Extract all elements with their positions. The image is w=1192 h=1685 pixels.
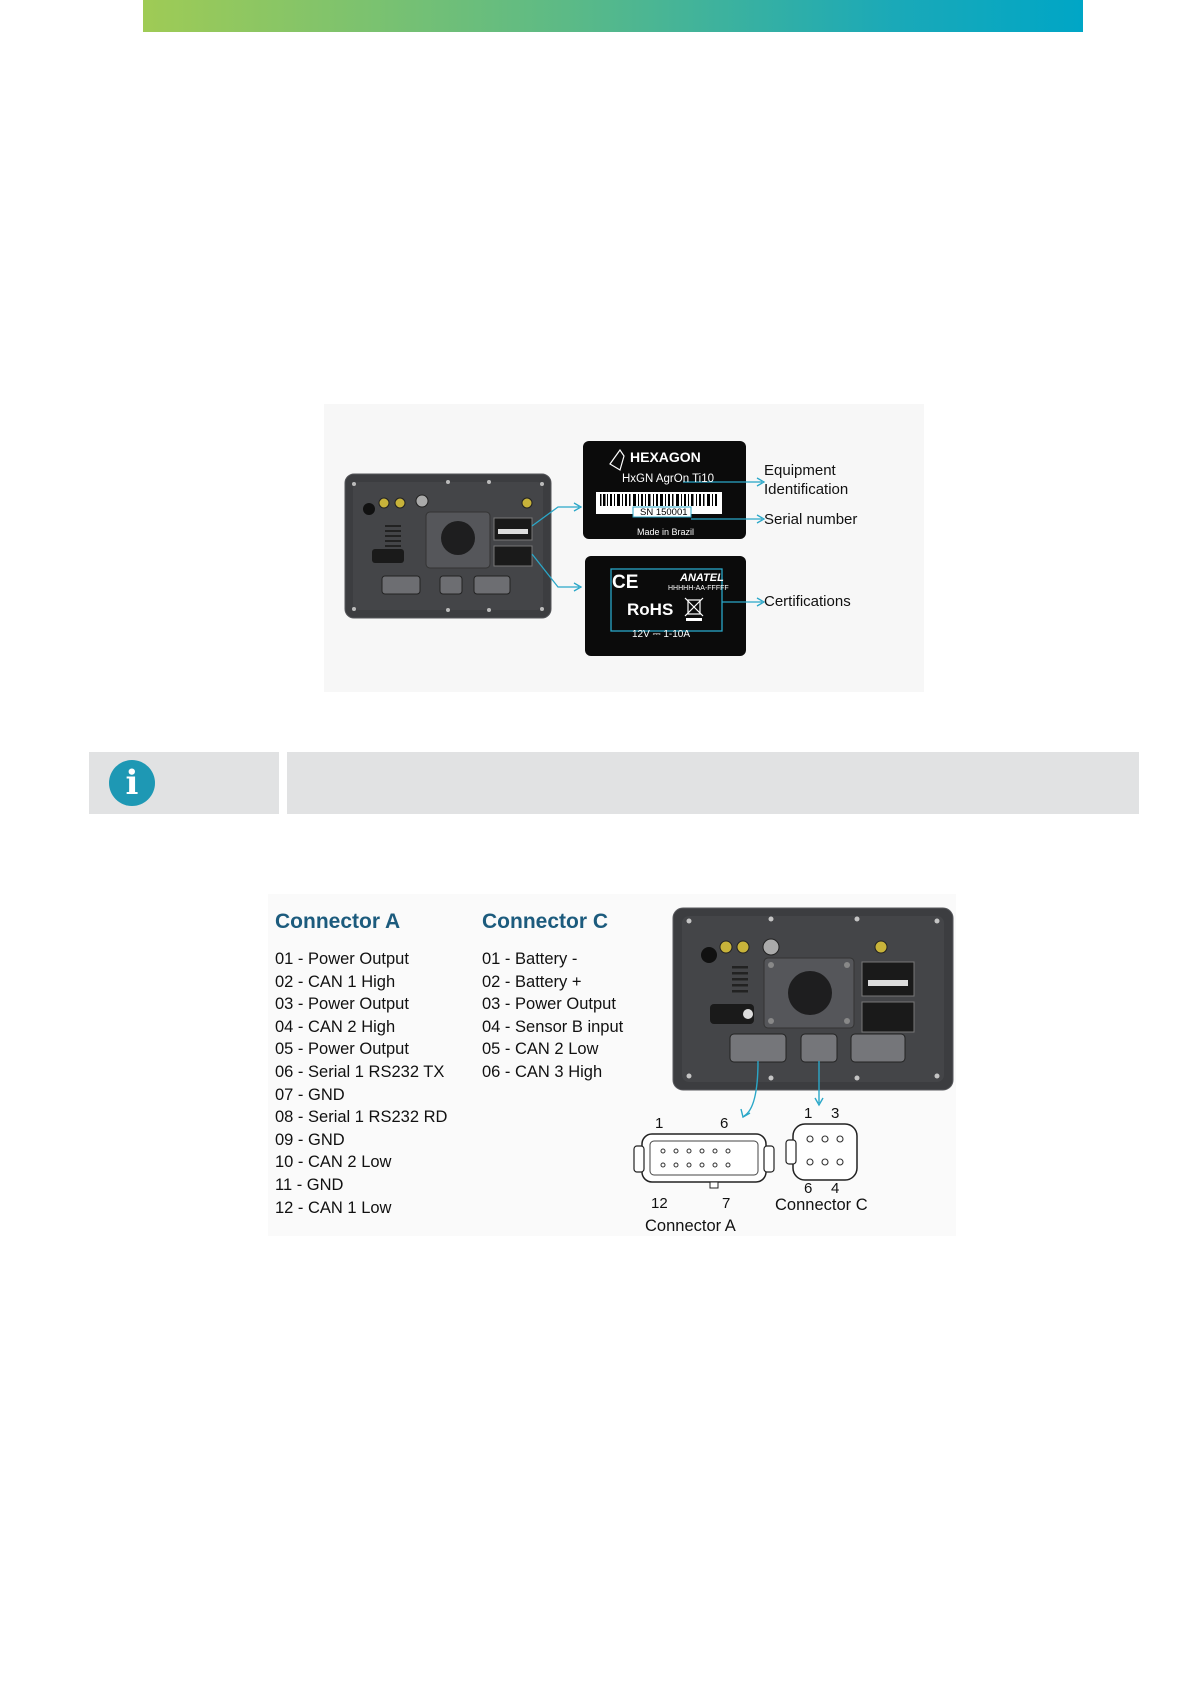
- tag-model: HxGN AgrOn Ti10: [622, 473, 715, 485]
- connector-c-pin-3-label: 3: [831, 1105, 840, 1122]
- info-note-icon-cell: i: [89, 752, 279, 814]
- list-item: 04 - CAN 2 High: [275, 1017, 396, 1036]
- list-item: 04 - Sensor B input: [482, 1017, 624, 1036]
- tag-brand: HEXAGON: [630, 449, 701, 465]
- callout-certifications: Certifications: [764, 593, 851, 610]
- list-item: 03 - Power Output: [482, 995, 616, 1014]
- list-item: 03 - Power Output: [275, 995, 409, 1014]
- connector-diagram-figure: [633, 907, 954, 1189]
- info-icon: i: [109, 760, 155, 806]
- connector-a-pin-6-label: 6: [720, 1115, 729, 1132]
- connector-c-caption: Connector C: [775, 1196, 868, 1214]
- list-item: 08 - Serial 1 RS232 RD: [275, 1108, 448, 1127]
- list-item: 01 - Power Output: [275, 950, 409, 968]
- connector-c-pin-6-label: 6: [804, 1180, 813, 1197]
- list-item: 10 - CAN 2 Low: [275, 1153, 392, 1172]
- cert-rohs: RoHS: [627, 600, 674, 619]
- tag-made-in: Made in Brazil: [637, 527, 695, 537]
- cert-ce: CE: [612, 572, 639, 593]
- list-item: 02 - CAN 1 High: [275, 972, 396, 991]
- connector-c-pin-list: 01 - Battery - 02 - Battery + 03 - Power…: [482, 948, 623, 1084]
- cert-power: 12V ⎓ 1-10A: [632, 629, 691, 640]
- list-item: 11 - GND: [275, 1175, 344, 1194]
- callout-serial: Serial number: [764, 511, 858, 528]
- list-item: 06 - Serial 1 RS232 TX: [275, 1062, 445, 1081]
- info-note-text-cell: [287, 752, 1139, 814]
- connector-a-pin-12-label: 12: [651, 1195, 668, 1212]
- list-item: 02 - Battery +: [482, 972, 582, 991]
- list-item: 12 - CAN 1 Low: [275, 1198, 392, 1217]
- list-item: 06 - CAN 3 High: [482, 1062, 603, 1081]
- connector-a-caption: Connector A: [645, 1217, 736, 1235]
- header-gradient-band: [143, 0, 1083, 32]
- callout-equipment-line1: Equipment: [764, 462, 836, 479]
- connector-a-pin-1-label: 1: [655, 1115, 664, 1132]
- list-item: 05 - Power Output: [275, 1040, 409, 1059]
- connector-c-pin-4-label: 4: [831, 1180, 840, 1197]
- cert-code: HHHHH-AA-FFFFF: [668, 585, 729, 592]
- list-item: 07 - GND: [275, 1085, 345, 1104]
- connector-c-pin-1-label: 1: [804, 1105, 813, 1122]
- list-item: 05 - CAN 2 Low: [482, 1040, 599, 1059]
- cert-anatel: ANATEL: [680, 572, 724, 584]
- connector-a-title: Connector A: [275, 910, 401, 933]
- connector-c-title: Connector C: [482, 910, 608, 933]
- callout-equipment-line2: Identification: [764, 481, 849, 498]
- connector-a-pin-7-label: 7: [722, 1195, 731, 1212]
- tag-serial: SN 150001: [640, 507, 688, 518]
- list-item: 09 - GND: [275, 1130, 345, 1149]
- list-item: 01 - Battery -: [482, 950, 578, 968]
- device-back-figure: [344, 441, 766, 656]
- connector-a-pin-list: 01 - Power Output 02 - CAN 1 High 03 - P…: [275, 948, 447, 1219]
